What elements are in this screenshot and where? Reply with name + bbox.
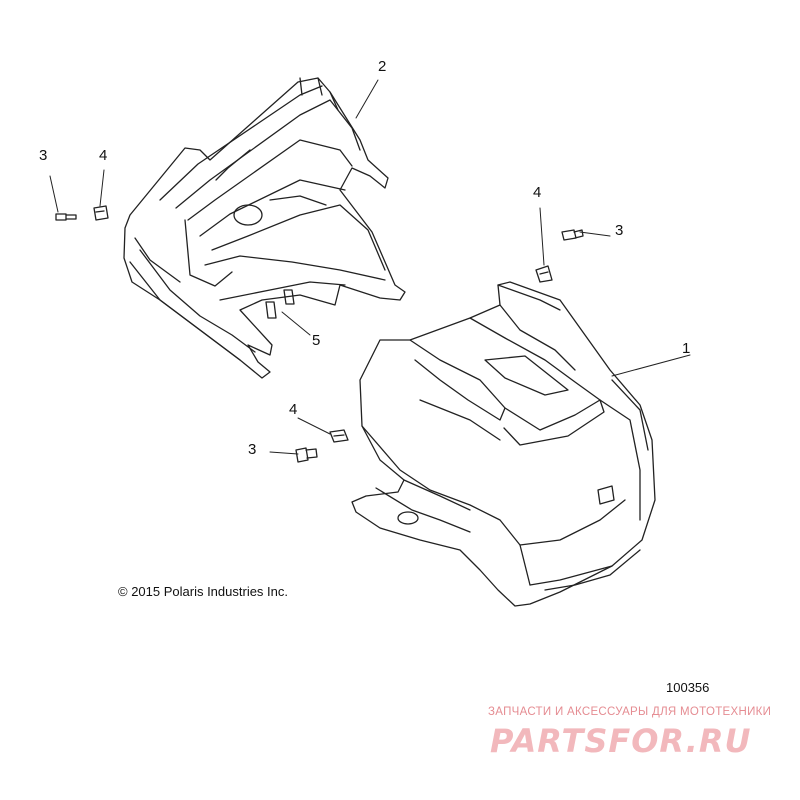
callout-part-2: 2 — [378, 58, 387, 75]
callout-part-5: 5 — [312, 332, 321, 349]
callout-part-3-bottom: 3 — [248, 441, 257, 458]
watermark-tagline: ЗАПЧАСТИ И АКСЕССУАРЫ ДЛЯ МОТОТЕХНИКИ — [488, 706, 772, 718]
callout-part-3-right: 3 — [615, 222, 624, 239]
callout-part-3-left: 3 — [39, 147, 48, 164]
callout-part-1: 1 — [682, 340, 691, 357]
fastener-clip-left — [93, 205, 109, 221]
fastener-pins — [265, 289, 295, 319]
fastener-screw-bottom — [295, 447, 318, 463]
upper-panel-part-2 — [123, 77, 406, 379]
callout-part-4-left: 4 — [99, 147, 108, 164]
diagram-number: 100356 — [666, 680, 710, 695]
fastener-screw-right — [561, 229, 584, 241]
leader-lines — [49, 79, 691, 455]
fastener-clip-right — [535, 265, 553, 283]
watermark-logo: PARTSFOR.RU — [490, 722, 752, 760]
fastener-clip-bottom — [329, 429, 349, 443]
copyright-notice: © 2015 Polaris Industries Inc. — [118, 584, 288, 599]
callout-part-4-right: 4 — [533, 184, 542, 201]
fastener-screw-left — [55, 213, 77, 221]
lower-console-part-1 — [351, 281, 656, 607]
callout-part-4-bottom: 4 — [289, 401, 298, 418]
